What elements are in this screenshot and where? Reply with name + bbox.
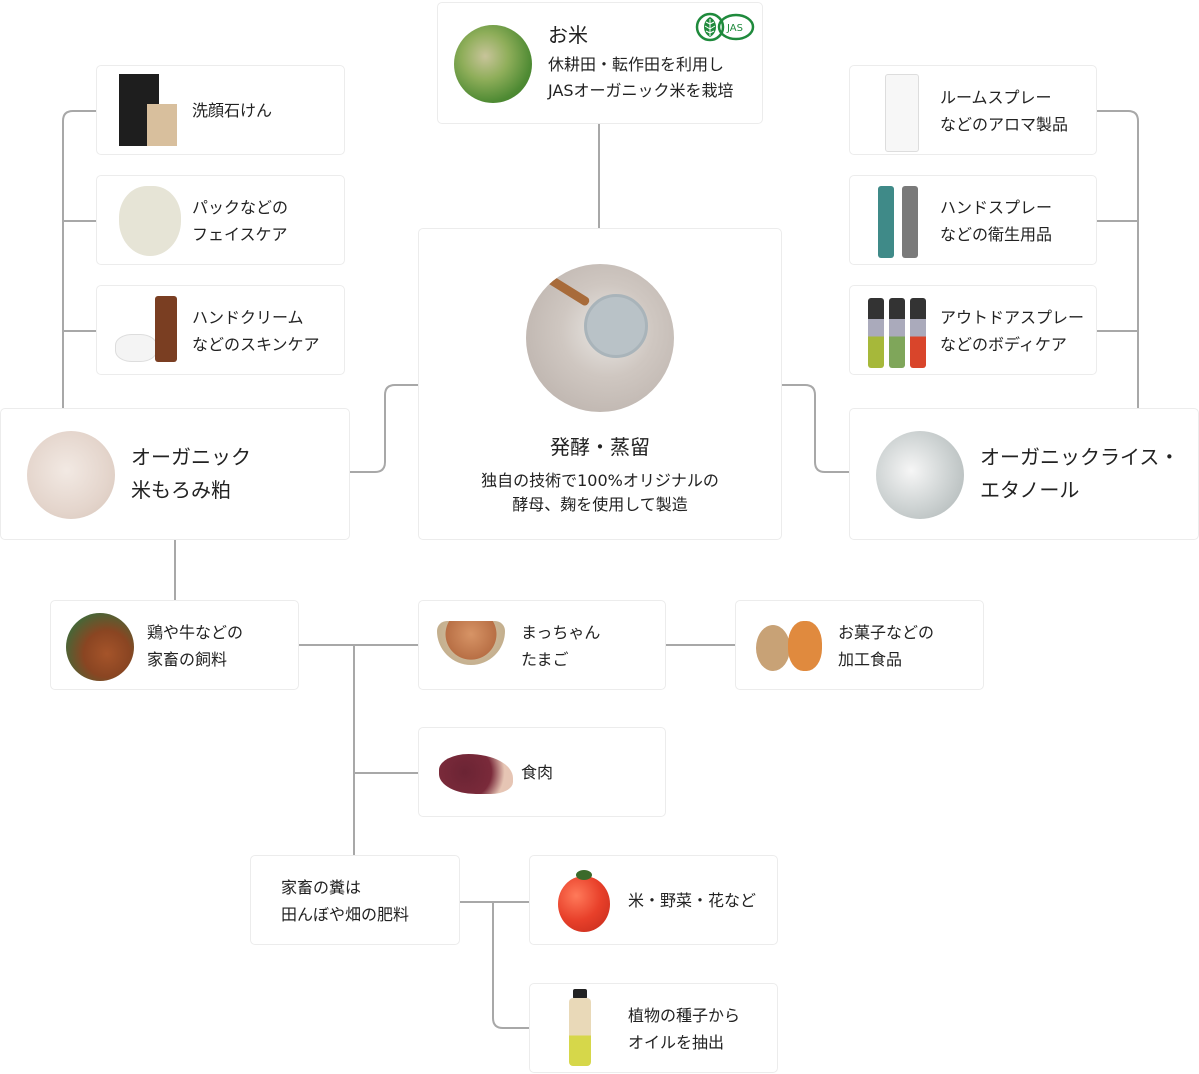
product-label-line-2: などのアロマ製品 (940, 115, 1069, 134)
process-title: 発酵・蒸留 (550, 435, 650, 459)
oil-box: 植物の種子から オイルを抽出 (529, 983, 778, 1073)
product-box-face-mask: パックなどの フェイスケア (96, 175, 345, 265)
eggs-line-2: たまご (521, 650, 569, 669)
rice-title: お米 (548, 23, 588, 47)
process-desc-line-1: 独自の技術で100%オリジナルの (481, 471, 719, 490)
sweets-box: お菓子などの 加工食品 (735, 600, 984, 690)
manure-line-2: 田んぼや畑の肥料 (281, 905, 410, 924)
ethanol-image (876, 431, 964, 519)
chicken-image (66, 613, 134, 681)
product-label-line-2: などの衛生用品 (940, 225, 1053, 244)
outdoor-spray-yellow-image (868, 298, 884, 368)
product-label-line-1: ハンドスプレー (940, 198, 1053, 217)
process-desc-line-2: 酵母、麹を使用して製造 (512, 495, 688, 514)
feed-box: 鶏や牛などの 家畜の飼料 (50, 600, 299, 690)
tomato-stem (576, 870, 592, 880)
ethanol-line-1: オーガニックライス・ (980, 445, 1180, 469)
product-label-line-2: などのスキンケア (192, 335, 320, 354)
product-box-room-spray: ルームスプレー などのアロマ製品 (849, 65, 1097, 155)
sweets-line-2: 加工食品 (838, 650, 903, 669)
product-label-line-1: ハンドクリーム (192, 308, 304, 327)
sweets-line-1: お菓子などの (838, 623, 935, 642)
process-box: 発酵・蒸留 独自の技術で100%オリジナルの 酵母、麹を使用して製造 (418, 228, 782, 540)
product-label-line-2: フェイスケア (192, 225, 288, 244)
feed-line-1: 鶏や牛などの (147, 623, 244, 642)
eggs-line-1: まっちゃん (521, 623, 601, 642)
ethanol-line-2: エタノール (980, 478, 1080, 502)
tomato-image (558, 876, 610, 932)
crops-box: 米・野菜・花など (529, 855, 778, 945)
hand-spray-teal-image (878, 186, 894, 258)
manure-box: 家畜の糞は 田んぼや畑の肥料 (250, 855, 460, 945)
outdoor-spray-red-image (910, 298, 926, 368)
sweets-brown-image (756, 625, 790, 671)
product-box-outdoor-spray: アウトドアスプレー などのボディケア (849, 285, 1097, 375)
meat-box: 食肉 (418, 727, 666, 817)
feed-line-2: 家畜の飼料 (147, 650, 228, 669)
egg-basket-image (437, 621, 505, 665)
eggs-box: まっちゃん たまご (418, 600, 666, 690)
scoop-handle (545, 273, 591, 308)
cream-jar-image (115, 334, 157, 362)
product-label-line-1: パックなどの (192, 198, 289, 217)
rice-lees-line-1: オーガニック (131, 445, 251, 469)
product-box-facial-soap: 洗顔石けん (96, 65, 345, 155)
room-spray-image (885, 74, 919, 152)
oil-line-1: 植物の種子から (628, 1006, 741, 1025)
product-label-line-2: などのボディケア (940, 335, 1067, 354)
product-label-line-1: アウトドアスプレー (940, 308, 1085, 327)
meat-image (439, 754, 513, 794)
oil-bottle-cap (573, 989, 587, 999)
rice-plant-image (454, 25, 532, 103)
sweets-orange-image (788, 621, 822, 671)
hand-spray-gray-image (902, 186, 918, 258)
pump-bottle-image (155, 296, 177, 362)
jas-organic-leaf-icon: JAS (695, 12, 755, 42)
outdoor-spray-green-image (889, 298, 905, 368)
rice-box: お米 休耕田・転作田を利用し JASオーガニック米を栽培 JAS (437, 2, 763, 124)
scoop-shape (584, 294, 648, 358)
oil-bottle-image (569, 998, 591, 1066)
rice-lees-box: オーガニック 米もろみ粕 (0, 408, 350, 540)
oil-line-2: オイルを抽出 (628, 1033, 725, 1052)
rice-desc-line-1: 休耕田・転作田を利用し (548, 55, 725, 74)
product-box-hand-spray: ハンドスプレー などの衛生用品 (849, 175, 1097, 265)
product-label-line-1: ルームスプレー (940, 88, 1052, 107)
ethanol-box: オーガニックライス・ エタノール (849, 408, 1199, 540)
koji-scoop-image (526, 264, 674, 412)
product-box-hand-cream: ハンドクリーム などのスキンケア (96, 285, 345, 375)
rice-desc-line-2: JASオーガニック米を栽培 (548, 81, 734, 100)
rice-lees-line-2: 米もろみ粕 (131, 478, 231, 502)
soap-bar (147, 104, 177, 146)
product-label: 洗顔石けん (192, 101, 273, 120)
meat-label: 食肉 (521, 763, 554, 782)
crops-label: 米・野菜・花など (628, 891, 757, 910)
rice-lees-image (27, 431, 115, 519)
svg-text:JAS: JAS (726, 23, 743, 34)
manure-line-1: 家畜の糞は (281, 878, 362, 897)
face-mask-image (119, 186, 181, 256)
